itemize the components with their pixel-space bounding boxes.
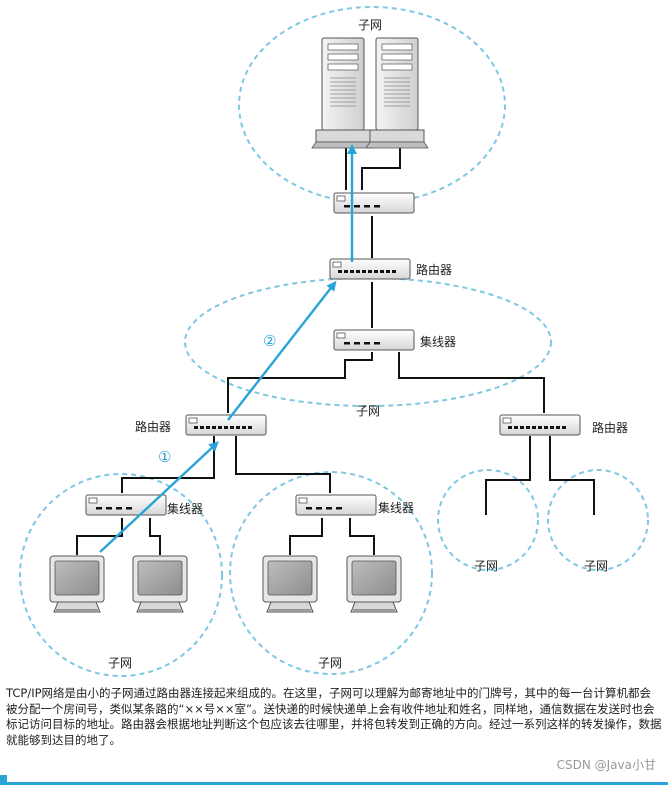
- step-marker-2: ②: [263, 332, 276, 350]
- route-arrow-step-1: [99, 441, 219, 553]
- router-icon-left: [185, 414, 267, 436]
- router-icon-top: [329, 258, 411, 280]
- route-arrow-step-2: [227, 280, 337, 421]
- hub-label-bottom-left: 集线器: [167, 501, 203, 516]
- step-marker-1: ①: [158, 448, 171, 466]
- server-tower-right-icon: [365, 37, 429, 149]
- watermark: CSDN @Java小甘: [556, 758, 656, 772]
- subnet-label-bottom-right-1: 子网: [474, 559, 498, 573]
- hub-icon-bottom-middle: [295, 494, 377, 516]
- packet-route: [99, 144, 357, 553]
- subnet-outline-bottom-left: [19, 473, 223, 677]
- bottom-accent-bar: [0, 782, 668, 785]
- computer-monitor-icon-3: [262, 555, 318, 613]
- subnet-outline-bottom-right-1: [437, 469, 539, 571]
- subnet-label-bottom-middle: 子网: [318, 656, 342, 670]
- connection-lines: [76, 148, 595, 555]
- bottom-accent-tick: [0, 775, 7, 782]
- subnet-label-bottom-left: 子网: [108, 656, 132, 670]
- subnet-outline-top: [238, 6, 506, 204]
- computer-monitor-icon-1: [49, 555, 105, 613]
- hub-icon-top: [333, 192, 415, 214]
- router-label-top: 路由器: [416, 262, 452, 277]
- subnet-label-top: 子网: [358, 18, 382, 32]
- router-label-right: 路由器: [592, 420, 628, 435]
- subnet-outline-bottom-right-2: [547, 469, 649, 571]
- computer-monitor-icon-2: [132, 555, 188, 613]
- router-label-left: 路由器: [135, 419, 171, 434]
- router-icon-right: [499, 414, 581, 436]
- diagram-caption: TCP/IP网络是由小的子网通过路由器连接起来组成的。在这里，子网可以理解为邮寄…: [6, 686, 662, 747]
- hub-label-bottom-middle: 集线器: [378, 500, 414, 515]
- network-diagram: ① ② 子网 路由器 集线器 子网 路由器 路由器 集线器 集线器 子网 子网 …: [19, 6, 649, 677]
- server-tower-left-icon: [311, 37, 375, 149]
- hub-icon-middle: [333, 329, 415, 351]
- hub-label-middle: 集线器: [420, 334, 456, 349]
- subnet-label-middle: 子网: [356, 404, 380, 418]
- subnet-outline-bottom-middle: [229, 471, 433, 675]
- hub-icon-bottom-left: [85, 494, 167, 516]
- subnet-label-bottom-right-2: 子网: [584, 559, 608, 573]
- computer-monitor-icon-4: [346, 555, 402, 613]
